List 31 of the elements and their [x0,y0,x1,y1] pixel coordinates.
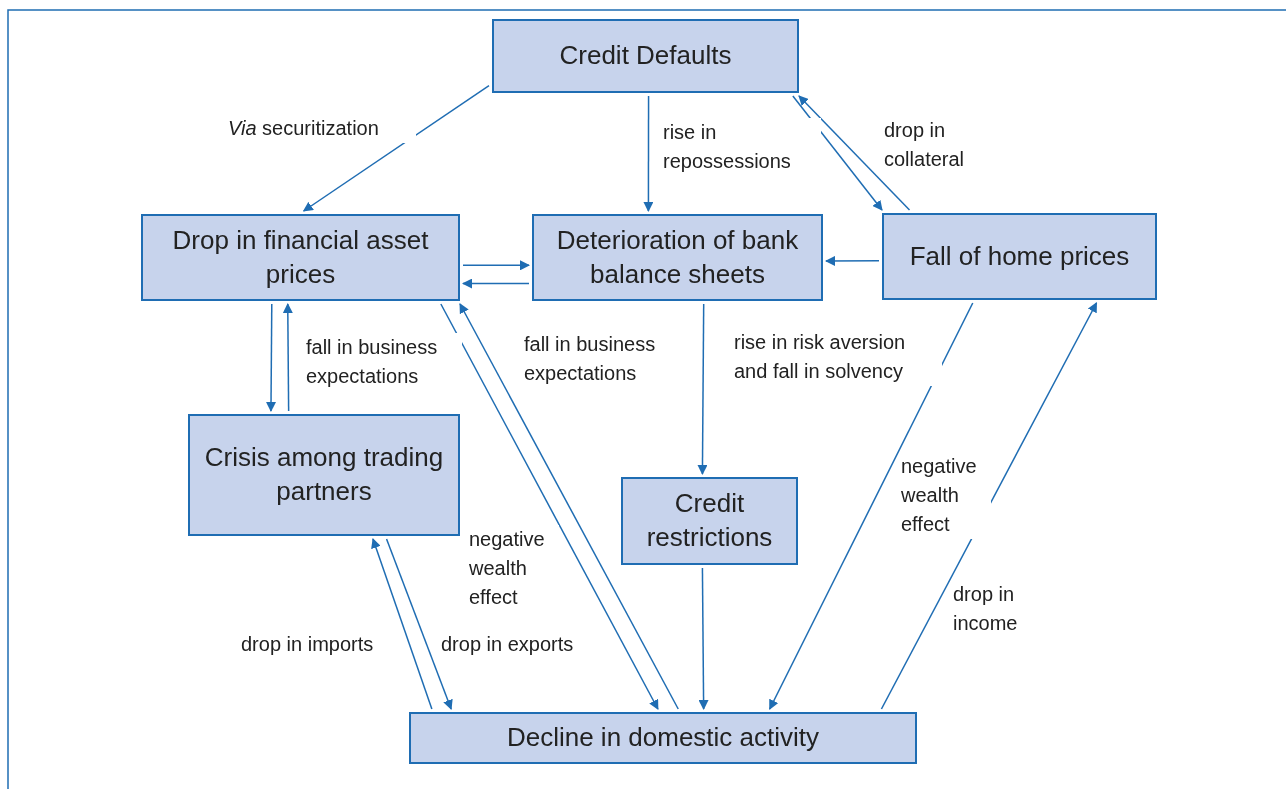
arrow [768,302,974,710]
arrow [440,303,659,710]
arrow [462,278,530,289]
arrow [302,84,490,212]
process-box [492,19,799,93]
arrow [880,302,1098,710]
arrow [266,303,277,412]
box-label: Fall of home prices [909,239,1130,273]
box-label: Deterioration of bank balance sheets [555,223,800,291]
box-label: Credit Defaults [559,39,732,73]
arrow [385,538,453,710]
arrow [792,95,883,211]
box-label: Drop in financial asset prices [171,223,430,291]
arrow [825,255,880,266]
arrow [643,95,654,212]
process-box [882,213,1157,300]
arrow [371,538,433,710]
box-label: Crisis among trading partners [203,441,445,508]
process-box [409,712,917,764]
box-label: Decline in domestic activity [506,721,820,755]
arrow [698,567,709,710]
arrow [697,303,708,475]
arrow [462,260,530,271]
process-box [532,214,823,301]
process-box [141,214,460,301]
arrow [282,303,293,412]
process-box [621,477,798,565]
process-box [188,414,460,536]
arrow [459,303,679,710]
box-label: Credit restrictions [645,487,774,554]
arrow [798,95,911,211]
